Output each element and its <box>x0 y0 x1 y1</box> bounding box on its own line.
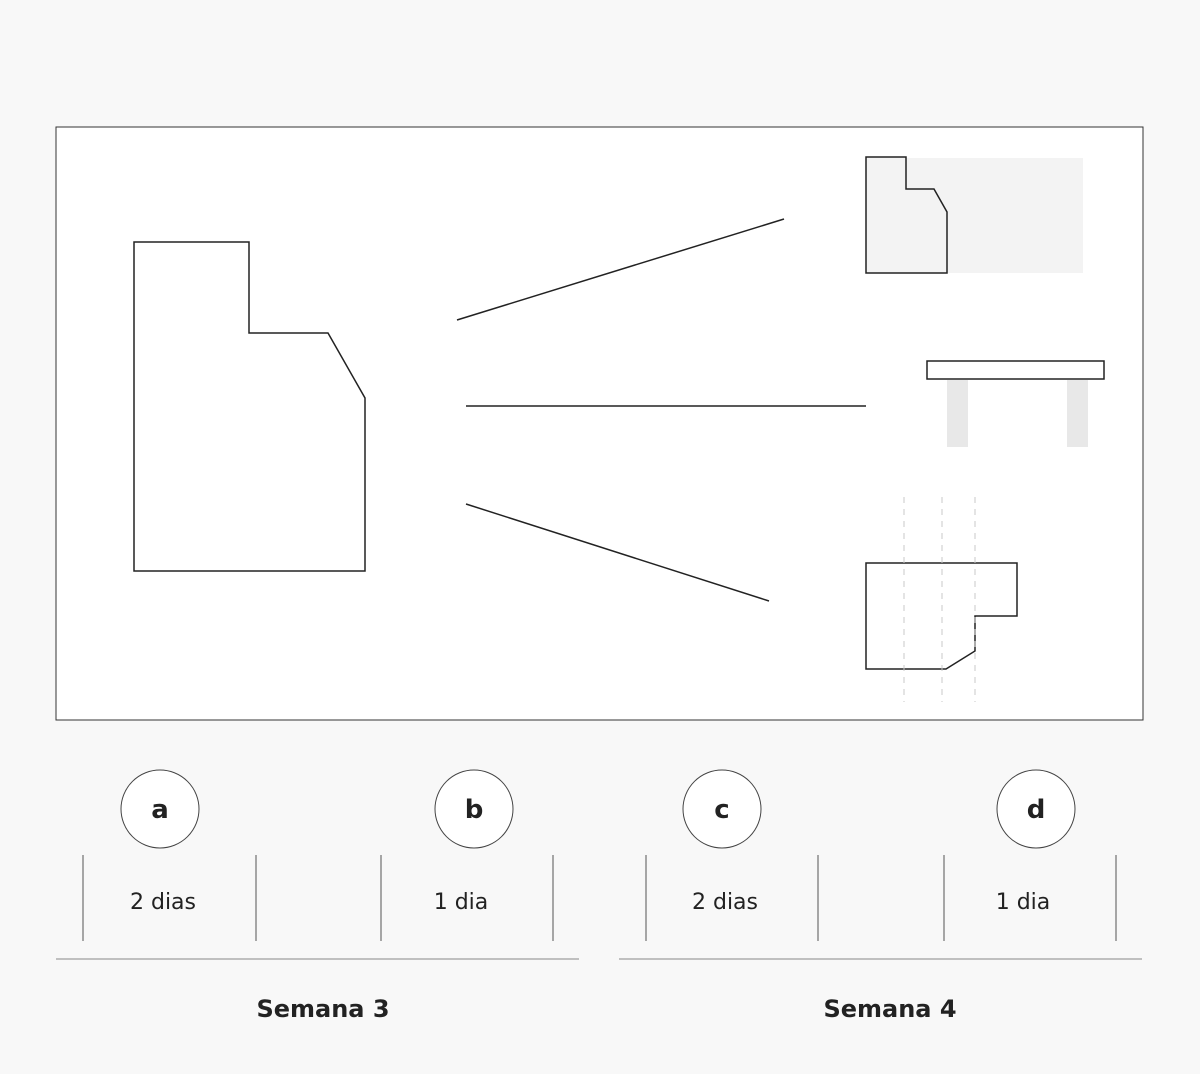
connector-line-bottom <box>465 503 770 602</box>
cut-piece <box>865 156 948 274</box>
step-circle <box>682 769 762 849</box>
step-b: b 1 dia <box>434 769 514 915</box>
connector-line-top <box>456 218 785 321</box>
step-duration: 2 dias <box>692 890 758 915</box>
step-duration: 1 dia <box>996 890 1051 915</box>
timeline <box>56 855 1142 960</box>
week-3-label: Semana 3 <box>256 995 389 1023</box>
result-bench <box>926 360 1105 447</box>
step-circle <box>120 769 200 849</box>
step-letter: c <box>714 795 729 825</box>
step-duration: 2 dias <box>130 890 196 915</box>
step-d: d 1 dia <box>996 769 1076 915</box>
step-circle <box>434 769 514 849</box>
bench-top <box>926 360 1105 380</box>
result-shape-top <box>865 156 1083 274</box>
step-c: c 2 dias <box>682 769 762 915</box>
step-duration: 1 dia <box>434 890 489 915</box>
step-letter: b <box>465 795 484 825</box>
bench-leg <box>1067 380 1088 447</box>
source-shape <box>133 241 366 572</box>
week-4-label: Semana 4 <box>823 995 956 1023</box>
step-a: a 2 dias <box>120 769 200 915</box>
result-shape-bottom <box>865 497 1018 702</box>
step-letter: d <box>1027 795 1046 825</box>
bench-leg <box>947 380 968 447</box>
step-circle <box>996 769 1076 849</box>
step-letter: a <box>151 795 169 825</box>
